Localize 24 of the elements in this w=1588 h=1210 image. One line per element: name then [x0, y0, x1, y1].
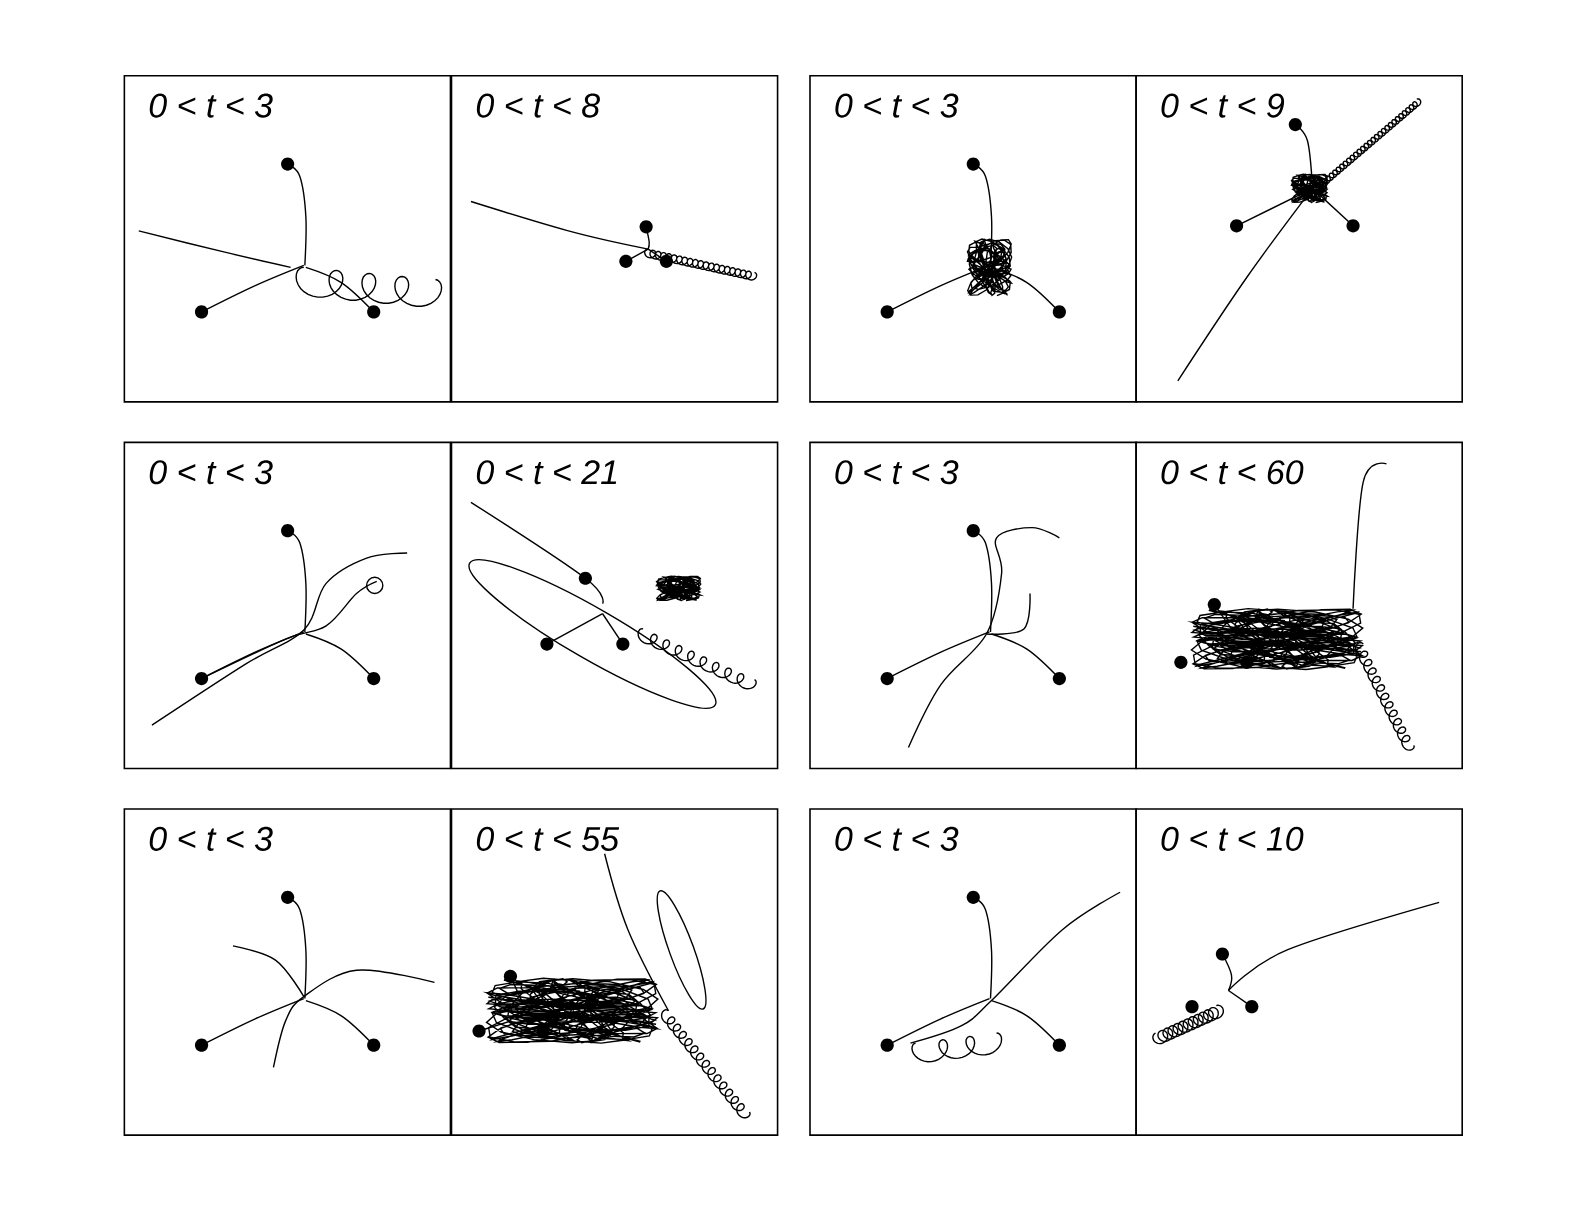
- time-range-label: 0 < t < 3: [149, 460, 273, 485]
- time-range-label: 0 < t < 3: [835, 460, 959, 485]
- plot-panel: [809, 74, 1137, 403]
- time-range-label: 0 < t < 9: [1161, 93, 1285, 118]
- plot-panel: [809, 441, 1137, 770]
- plot-panel: [809, 808, 1137, 1136]
- plot-panel: [1135, 441, 1463, 770]
- time-range-label: 0 < t < 10: [1161, 826, 1304, 851]
- plot-panel: [1135, 74, 1463, 403]
- time-range-label: 0 < t < 3: [149, 93, 273, 118]
- plot-panel: [123, 74, 452, 403]
- plot-panel: [450, 74, 779, 403]
- time-range-label: 0 < t < 8: [476, 93, 600, 118]
- plot-panel: [1135, 808, 1463, 1136]
- time-range-label: 0 < t < 21: [476, 460, 617, 485]
- plot-panel: [123, 808, 452, 1136]
- time-range-label: 0 < t < 3: [835, 93, 959, 118]
- plot-panel: [450, 808, 779, 1136]
- plot-panel: [123, 441, 452, 770]
- time-range-label: 0 < t < 3: [149, 826, 273, 851]
- time-range-label: 0 < t < 3: [835, 826, 959, 851]
- time-range-label: 0 < t < 60: [1161, 460, 1304, 485]
- plot-panel: [450, 441, 779, 770]
- time-range-label: 0 < t < 55: [476, 826, 620, 851]
